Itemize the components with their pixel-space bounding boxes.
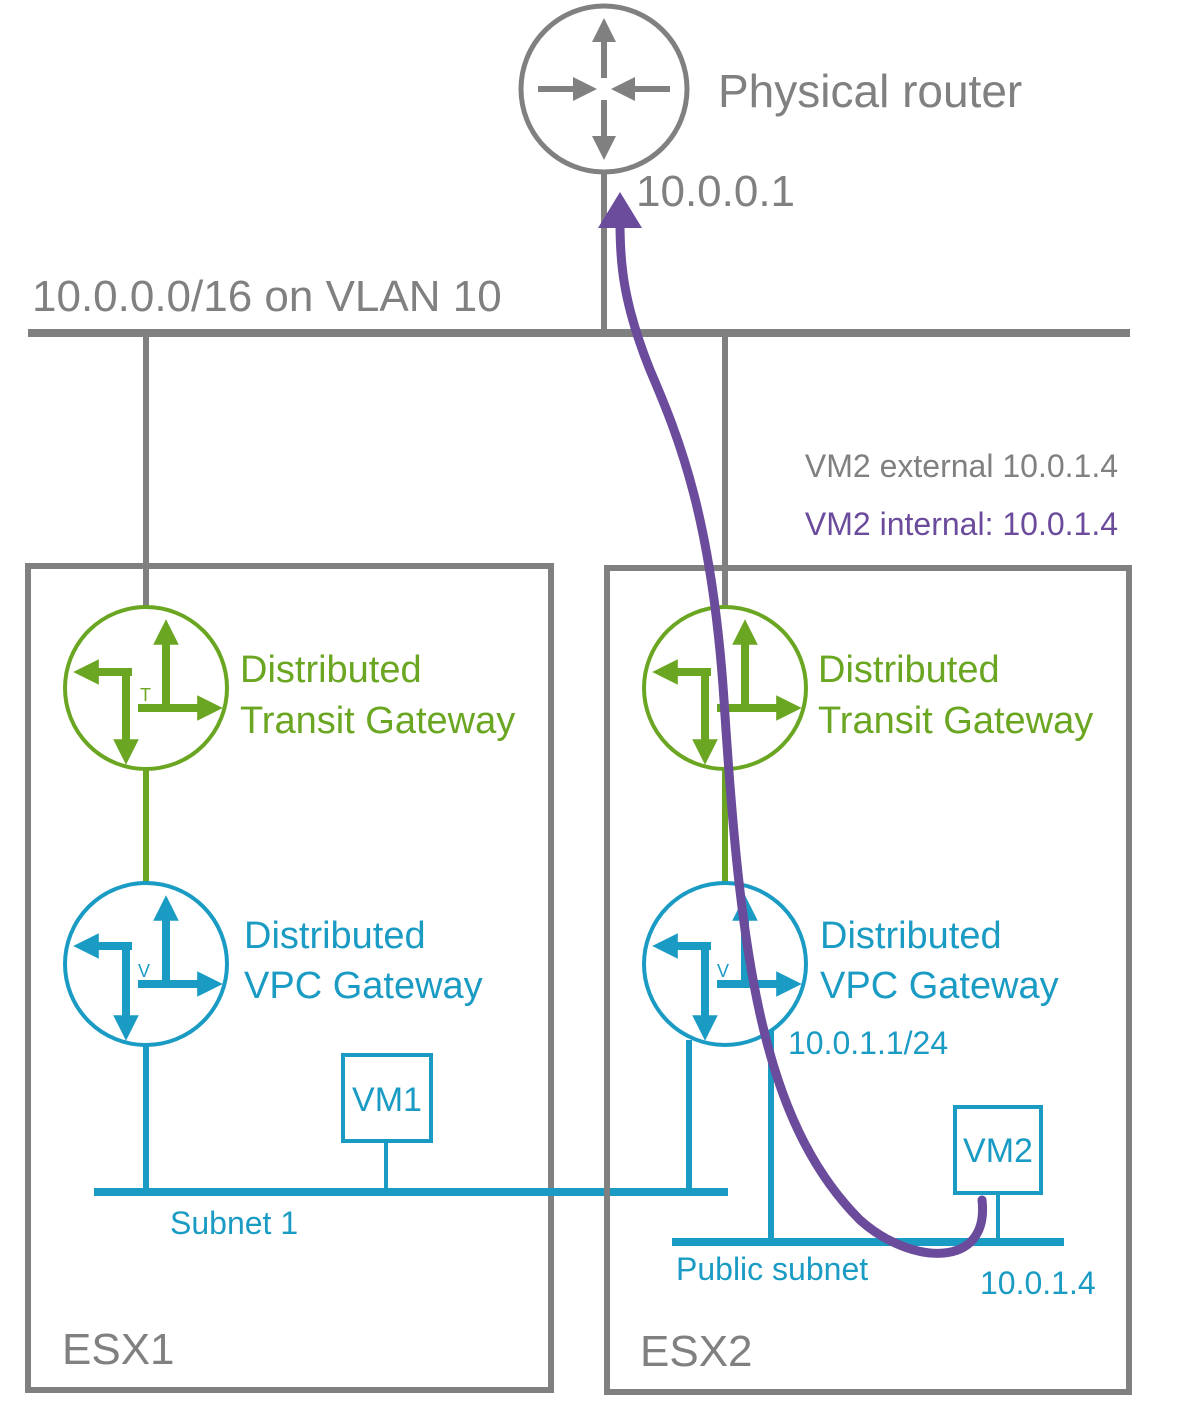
esx1-box <box>25 563 554 1393</box>
esx1-transit-label-line1: Distributed <box>240 649 422 691</box>
router-ip: 10.0.0.1 <box>636 167 795 216</box>
esx1-vpc-badge: V <box>138 961 150 981</box>
subnet1-label: Subnet 1 <box>170 1205 298 1241</box>
router-label: Physical router <box>718 65 1022 117</box>
esx2-host: ESX2 Distributed Transit Gateway V Distr… <box>604 333 1132 1395</box>
vm1-label: VM1 <box>352 1081 422 1119</box>
vm1-box <box>341 1053 433 1143</box>
esx2-transit-label-line1: Distributed <box>818 649 1000 691</box>
esx1-transit-badge: T <box>140 685 151 705</box>
vlan-label: 10.0.0.0/16 on VLAN 10 <box>32 272 502 321</box>
esx1-vpc-label-line2: VPC Gateway <box>244 965 483 1007</box>
esx2-label: ESX2 <box>640 1327 753 1376</box>
esx2-vpc-label-line1: Distributed <box>820 915 1002 957</box>
esx2-box <box>604 565 1132 1395</box>
vm2-label: VM2 <box>963 1132 1033 1170</box>
esx2-vpc-gateway-icon <box>642 881 808 1047</box>
esx1-transit-label-line2: Transit Gateway <box>240 700 515 742</box>
esx2-vpc-badge: V <box>717 961 729 981</box>
esx1-vpc-label-line1: Distributed <box>244 915 426 957</box>
vm2-external-label: VM2 external 10.0.1.4 <box>805 448 1118 484</box>
esx1-vpc-arrows-icon <box>73 895 223 1041</box>
router-arrows-icon <box>538 17 670 160</box>
traffic-arrowhead-icon <box>598 192 642 228</box>
esx2-gateway-ip: 10.0.1.1/24 <box>788 1025 948 1061</box>
physical-router: Physical router 10.0.0.1 <box>518 3 1022 216</box>
esx2-vpc-label-line2: VPC Gateway <box>820 965 1059 1007</box>
esx1-host: ESX1 T Distributed Transit Gateway V Dis… <box>25 333 554 1393</box>
esx1-label: ESX1 <box>62 1325 175 1374</box>
public-subnet-label: Public subnet <box>676 1251 868 1287</box>
vm2-ip: 10.0.1.4 <box>980 1265 1096 1301</box>
esx1-transit-arrows-icon <box>73 619 223 765</box>
traffic-path <box>615 217 987 1258</box>
vm2-internal-label: VM2 internal: 10.0.1.4 <box>805 506 1118 542</box>
esx2-transit-label-line2: Transit Gateway <box>818 700 1093 742</box>
